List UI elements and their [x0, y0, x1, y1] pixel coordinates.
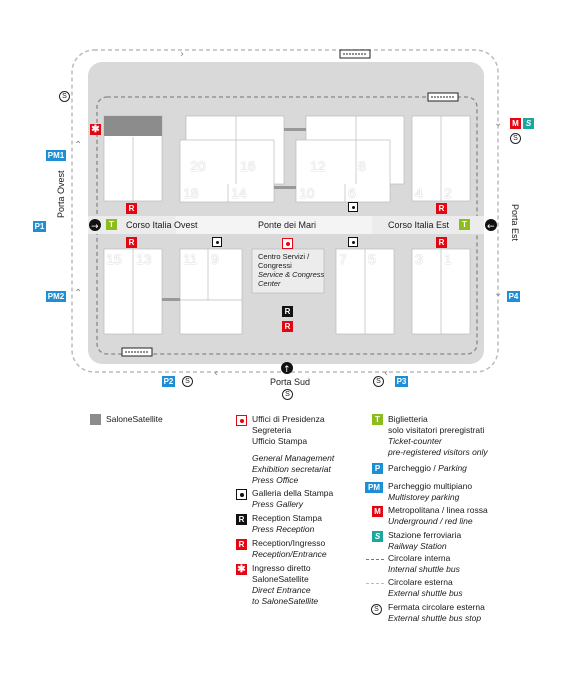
ponte-dei-mari	[176, 216, 372, 234]
press-gallery-icon	[348, 237, 358, 247]
hall-label: 2	[444, 185, 452, 201]
hall-label: 15	[106, 251, 122, 267]
hall-label: 5	[368, 251, 376, 267]
parking-icon: P	[372, 463, 383, 474]
reception-marker: R	[282, 321, 293, 332]
internal-shuttle-line-icon	[366, 559, 384, 560]
hall-label: 22	[137, 185, 153, 201]
metro-icon: M	[372, 506, 383, 517]
shuttle-stop-icon: S	[371, 604, 382, 615]
legend-ticket: Biglietteria solo visitatori preregistra…	[388, 414, 488, 457]
legend-presidency: Uffici di Presidenza Segreteria Ufficio …	[252, 414, 335, 485]
road-west-label: Corso Italia Ovest	[126, 220, 198, 230]
ticket-marker: T	[106, 219, 117, 230]
legend-direct-entrance: Ingresso diretto SaloneSatellite Direct …	[252, 563, 319, 606]
svg-text:←: ←	[487, 222, 495, 232]
hall-label: 9	[211, 251, 219, 267]
presidency-icon	[236, 415, 247, 426]
svg-text:→: →	[91, 222, 99, 232]
hall-label: 8	[358, 158, 366, 174]
reception-marker: R	[126, 203, 137, 214]
hall-label: 18	[183, 185, 199, 201]
hall-label: 3	[415, 251, 423, 267]
hall-label: 10	[299, 185, 315, 201]
reception-marker: R	[436, 237, 447, 248]
gate-west-label: Porta Ovest	[56, 170, 66, 218]
shuttle-stop-icon: S	[182, 376, 193, 387]
ticket-icon: T	[372, 414, 383, 425]
porta-est-arrow-icon	[485, 219, 497, 231]
legend-multistorey: Parcheggio multipiano Multistorey parkin…	[388, 481, 473, 502]
legend-external-shuttle: Circolare esterna External shuttle bus	[388, 577, 463, 598]
shuttle-stop-icon: S	[282, 389, 293, 400]
legend-gallery: Galleria della Stampa Press Gallery	[252, 488, 334, 509]
multistorey-parking-icon: PM	[365, 482, 383, 493]
parking-badge: PM1	[46, 150, 66, 161]
shuttle-stop-icon: S	[510, 133, 521, 144]
hall-label: 16	[240, 158, 256, 174]
hall-label: 4	[415, 185, 423, 201]
svg-text:‹: ‹	[384, 368, 388, 379]
legend-satellite: SaloneSatellite	[106, 414, 163, 424]
legend-parking: Parcheggio / Parking	[388, 463, 467, 473]
press-reception-marker: R	[282, 306, 293, 317]
presidency-marker-icon	[282, 238, 293, 249]
legend-metro: Metropolitana / linea rossa Underground …	[388, 505, 488, 526]
legend-shuttle-stop: Fermata circolare esterna External shutt…	[388, 602, 485, 623]
service-congress-center	[251, 248, 325, 294]
ticket-marker: T	[459, 219, 470, 230]
porta-sud-arrow-icon	[281, 362, 293, 374]
porta-ovest-arrow-icon	[89, 219, 101, 231]
parking-badge: P1	[33, 221, 46, 232]
svg-text:↑: ↑	[283, 365, 291, 375]
service-center-label: Centro Servizi / Congressi Service & Con…	[258, 252, 325, 288]
shuttle-stop-icon: S	[373, 376, 384, 387]
external-shuttle-line-icon	[366, 583, 384, 584]
gate-south-label: Porta Sud	[270, 377, 311, 387]
reception-marker: R	[126, 237, 137, 248]
parking-badge: PM2	[46, 291, 66, 302]
hall-label: 13	[136, 251, 152, 267]
press-gallery-icon	[212, 237, 222, 247]
legend-press-reception: Reception Stampa Press Reception	[252, 513, 322, 534]
parking-badge: P3	[395, 376, 408, 387]
hall-label: 1	[444, 251, 452, 267]
svg-text:⌃: ⌃	[74, 288, 82, 299]
hall-label: 12	[310, 158, 326, 174]
hall-label: 14	[231, 185, 247, 201]
rail-icon: S	[372, 531, 383, 542]
map-drawing: › ‹ ‹ ⌄ ⌄ ⌃ ⌃ → ← ↑	[71, 49, 502, 379]
svg-text:›: ›	[180, 49, 184, 60]
press-reception-icon: R	[236, 514, 247, 525]
shuttle-stop-icon: S	[59, 91, 70, 102]
gate-east-label: Porta Est	[510, 204, 520, 242]
press-gallery-icon	[236, 489, 247, 500]
road-center-label: Ponte dei Mari	[258, 220, 317, 230]
hall-label: 6	[348, 185, 356, 201]
svg-text:⌄: ⌄	[494, 288, 502, 299]
hall-label: 11	[183, 251, 198, 267]
direct-entrance-icon: ✱	[236, 564, 247, 575]
salone-satellite-area	[104, 116, 162, 136]
direct-entrance-icon: ✱	[90, 124, 101, 135]
legend-reception: Reception/Ingresso Reception/Entrance	[252, 538, 327, 559]
parking-badge: P4	[507, 291, 520, 302]
svg-text:⌃: ⌃	[74, 140, 82, 151]
reception-marker: R	[436, 203, 447, 214]
hall-label: 20	[190, 158, 206, 174]
svg-text:⌄: ⌄	[494, 118, 502, 129]
fair-map: › ‹ ‹ ⌄ ⌄ ⌃ ⌃ → ← ↑ 24 22 20 16 18 14 12…	[33, 49, 534, 400]
satellite-swatch	[90, 414, 101, 425]
reception-icon: R	[236, 539, 247, 550]
metro-icon: M	[510, 118, 521, 129]
legend-rail: Stazione ferroviaria Railway Station	[388, 530, 462, 551]
press-gallery-icon	[348, 202, 358, 212]
svg-text:‹: ‹	[214, 368, 218, 379]
rail-station-icon: S	[523, 118, 534, 129]
hall-label: 24	[107, 185, 123, 201]
hall-label: 7	[339, 251, 347, 267]
legend-internal-shuttle: Circolare interna Internal shuttle bus	[388, 553, 460, 574]
parking-badge: P2	[162, 376, 175, 387]
road-east-label: Corso Italia Est	[388, 220, 450, 230]
